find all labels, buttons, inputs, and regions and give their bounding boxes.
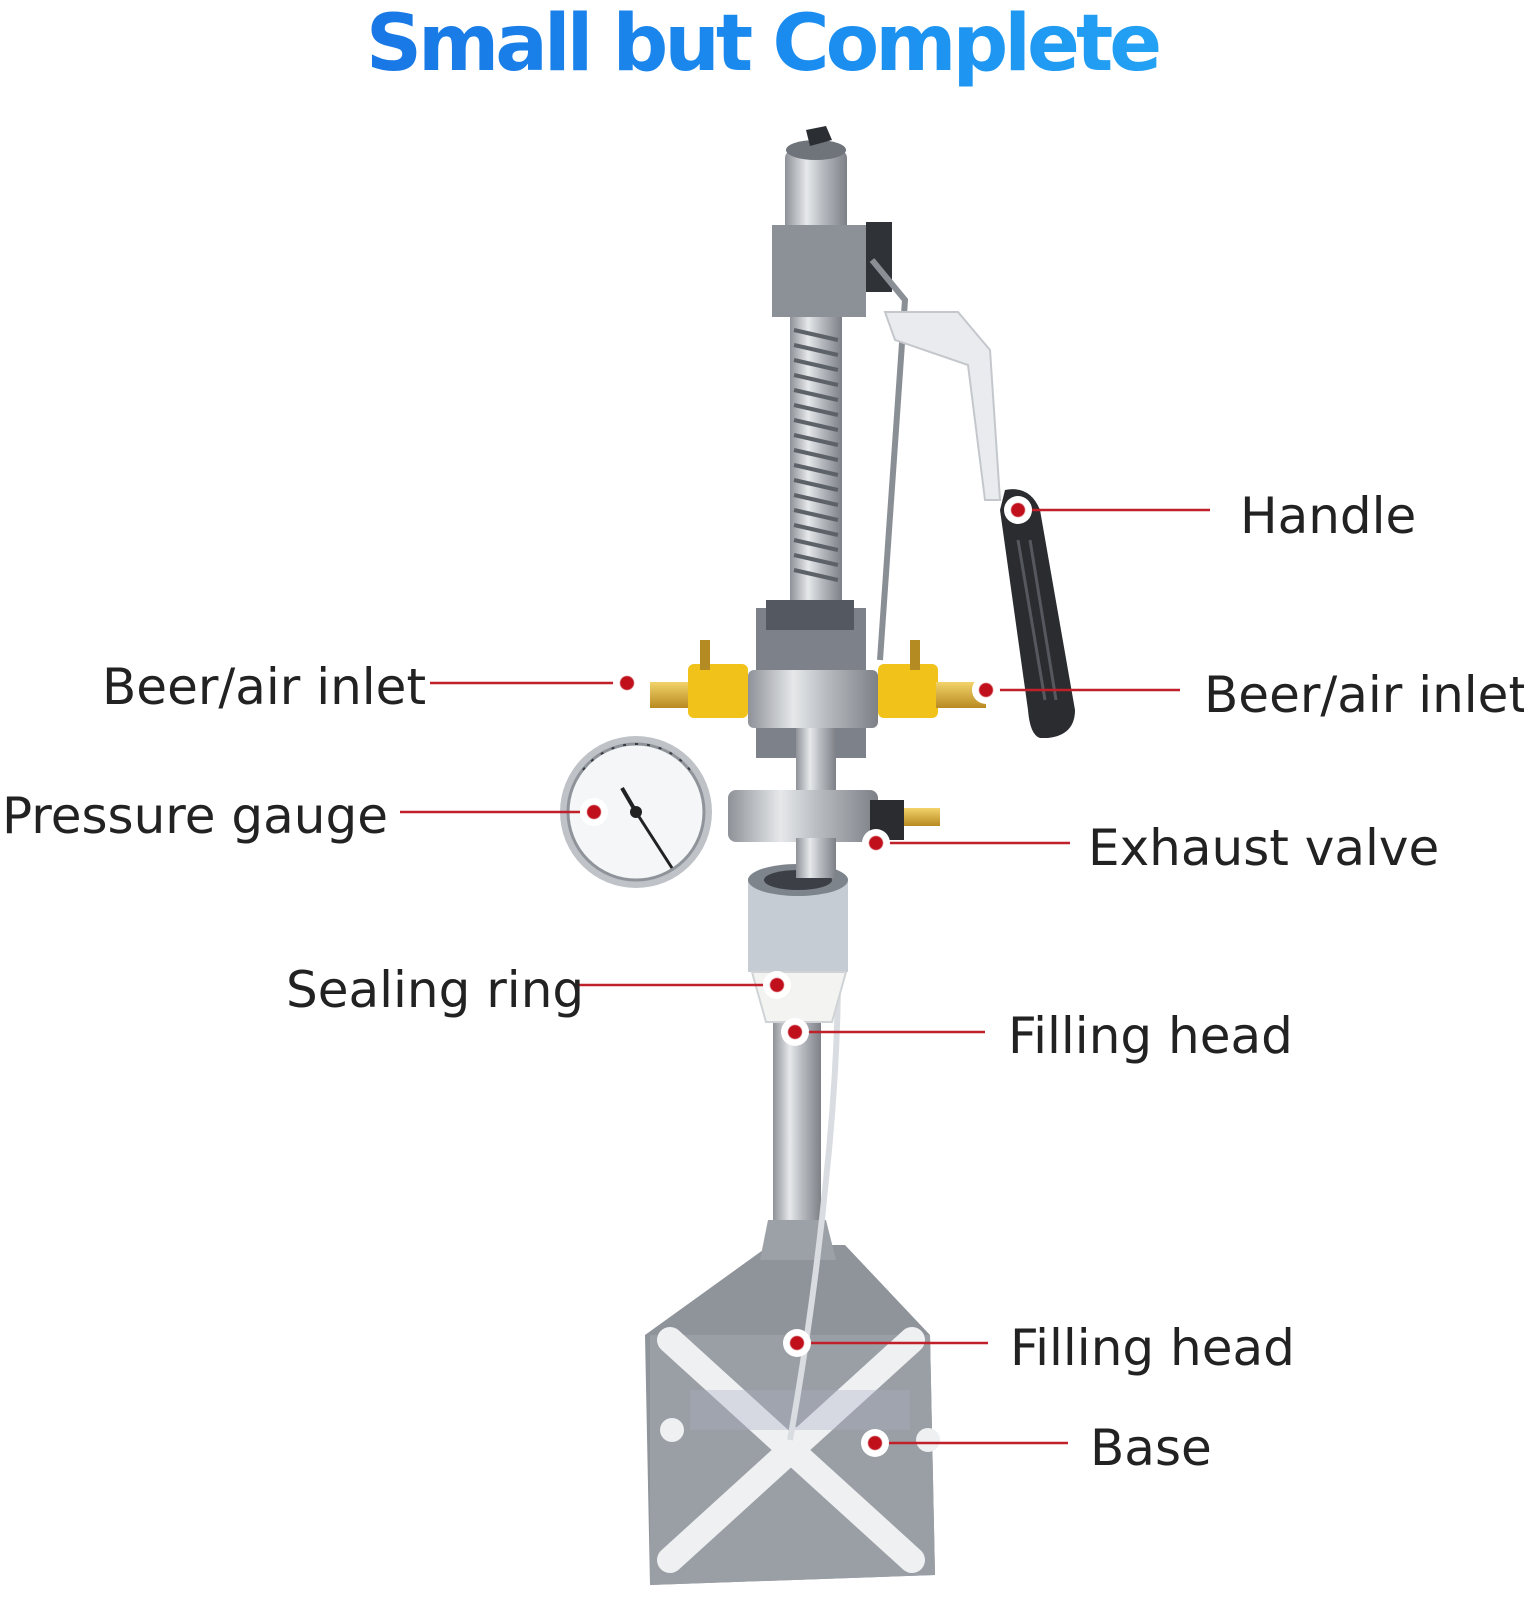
pressure-gauge-dial	[560, 736, 712, 888]
spring	[793, 328, 839, 582]
base-marker	[861, 1429, 889, 1457]
label-filling-head-lower: Filling head	[1010, 1319, 1295, 1377]
pressure-gauge-marker	[580, 798, 608, 826]
label-beer-air-inlet-left: Beer/air inlet	[102, 658, 427, 716]
top-block	[772, 225, 866, 317]
label-base: Base	[1090, 1419, 1212, 1477]
page-title: Small but Complete	[0, 0, 1524, 92]
column-lower	[773, 1020, 821, 1250]
sealing-ring-part	[748, 864, 848, 1023]
label-sealing-ring: Sealing ring	[286, 961, 585, 1019]
lever-arm	[883, 311, 1002, 501]
inlet-right-marker	[972, 676, 1000, 704]
callout-lines	[400, 508, 1210, 1445]
label-beer-air-inlet-right: Beer/air inlet	[1204, 666, 1524, 724]
inlet-manifold	[650, 640, 986, 728]
label-exhaust-valve: Exhaust valve	[1088, 819, 1440, 877]
filling-head-upper-marker	[781, 1018, 809, 1046]
label-handle: Handle	[1240, 487, 1417, 545]
sealing-ring-marker	[763, 971, 791, 999]
inlet-left-marker	[613, 669, 641, 697]
filling-head-lower-marker	[783, 1329, 811, 1357]
base-plate	[645, 1245, 940, 1585]
handle-marker	[1004, 496, 1032, 524]
callout-dots	[580, 496, 1032, 1457]
cross-fitting	[728, 728, 940, 878]
exhaust-valve-marker	[862, 829, 890, 857]
label-pressure-gauge: Pressure gauge	[2, 787, 388, 845]
label-filling-head-upper: Filling head	[1008, 1007, 1293, 1065]
handle-grip	[1000, 489, 1075, 738]
